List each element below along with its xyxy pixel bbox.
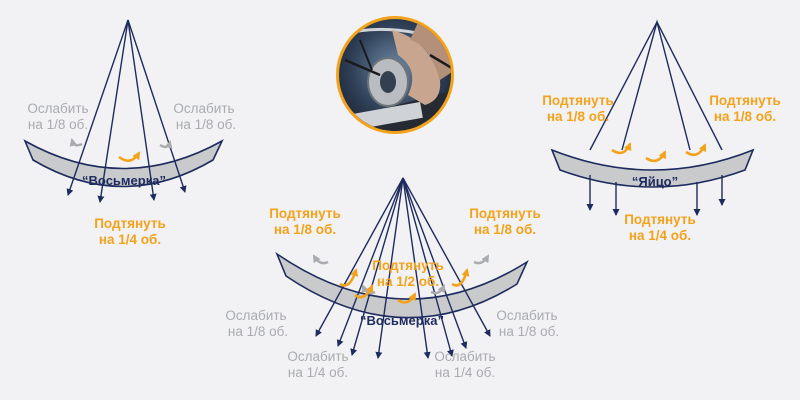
- band-label: “Восьмерка”: [360, 313, 444, 328]
- label-tighten: Подтянуть: [94, 216, 166, 231]
- spoke: [127, 19, 187, 193]
- diagram-figure-eight-left: “Восьмерка” Ослабить на 1/8 об. Ослабить…: [23, 19, 236, 247]
- spoke: [621, 19, 691, 151]
- label-loosen: на 1/8 об.: [28, 117, 88, 132]
- label-loosen: Ослабить: [434, 349, 495, 364]
- label-tighten: на 1/4 об.: [99, 232, 161, 247]
- label-loosen: на 1/8 об.: [499, 324, 559, 339]
- rim-band: [550, 148, 755, 188]
- label-tighten: на 1/8 об.: [474, 222, 536, 237]
- label-loosen: Ослабить: [173, 101, 234, 116]
- label-loosen: на 1/4 об.: [435, 365, 495, 380]
- rotate-tighten-icon: [339, 268, 359, 287]
- label-tighten: на 1/8 об.: [547, 109, 609, 124]
- spoke: [127, 19, 157, 201]
- diagram-egg-right: “Яйцо” Подтянуть на 1/8 об. Подтянуть на…: [542, 19, 781, 243]
- rotate-tighten-icon: [397, 292, 417, 304]
- band-label: “Восьмерка”: [82, 173, 166, 188]
- label-tighten: Подтянуть: [269, 206, 341, 221]
- label-tighten: на 1/2 об.: [377, 274, 439, 289]
- label-tighten: на 1/4 об.: [629, 228, 691, 243]
- spoke: [402, 177, 454, 357]
- spoke: [336, 177, 404, 347]
- label-tighten: Подтянуть: [469, 206, 541, 221]
- label-loosen: Ослабить: [287, 349, 348, 364]
- spoke: [402, 177, 491, 337]
- rim-band: [275, 251, 529, 319]
- label-loosen: Ослабить: [496, 308, 557, 323]
- label-tighten: Подтянуть: [372, 258, 444, 273]
- rotate-tighten-icon: [118, 151, 141, 162]
- label-tighten: Подтянуть: [709, 93, 781, 108]
- rotate-loosen-icon: [69, 138, 83, 147]
- band-label: “Яйцо”: [632, 174, 678, 189]
- label-loosen: Ослабить: [225, 308, 286, 323]
- spoke: [315, 177, 404, 337]
- spoke: [589, 20, 723, 151]
- label-loosen: Ослабить: [27, 101, 88, 116]
- rotate-tighten-icon: [611, 142, 632, 155]
- rotate-tighten-icon: [354, 284, 374, 299]
- label-tighten: Подтянуть: [624, 212, 696, 227]
- rotate-tighten-icon: [645, 150, 667, 163]
- rotate-loosen-icon: [159, 140, 173, 149]
- label-tighten: на 1/8 об.: [274, 222, 336, 237]
- diagram-figure-eight-center: “Восьмерка” Подтянуть на 1/8 об. Подтяну…: [225, 177, 559, 380]
- photo-spoke-wrench: [336, 16, 454, 134]
- spoke: [402, 177, 431, 359]
- spoke: [350, 177, 404, 356]
- label-tighten: на 1/8 об.: [714, 109, 776, 124]
- label-tighten: Подтянуть: [542, 93, 614, 108]
- spoke: [66, 19, 129, 196]
- rotate-tighten-icon: [685, 143, 707, 157]
- label-loosen: на 1/8 об.: [228, 324, 288, 339]
- spokes: [586, 19, 726, 216]
- spoke: [402, 177, 468, 349]
- spokes: [315, 177, 491, 359]
- rotate-loosen-icon: [430, 284, 446, 295]
- label-loosen: на 1/8 об.: [176, 117, 236, 132]
- spoke: [97, 19, 129, 203]
- spokes: [66, 19, 187, 203]
- rotate-tighten-icon: [451, 268, 470, 287]
- rotate-loosen-icon: [473, 254, 490, 265]
- rotate-loosen-icon: [312, 254, 329, 265]
- spoke: [375, 177, 404, 359]
- label-loosen: на 1/4 об.: [288, 365, 348, 380]
